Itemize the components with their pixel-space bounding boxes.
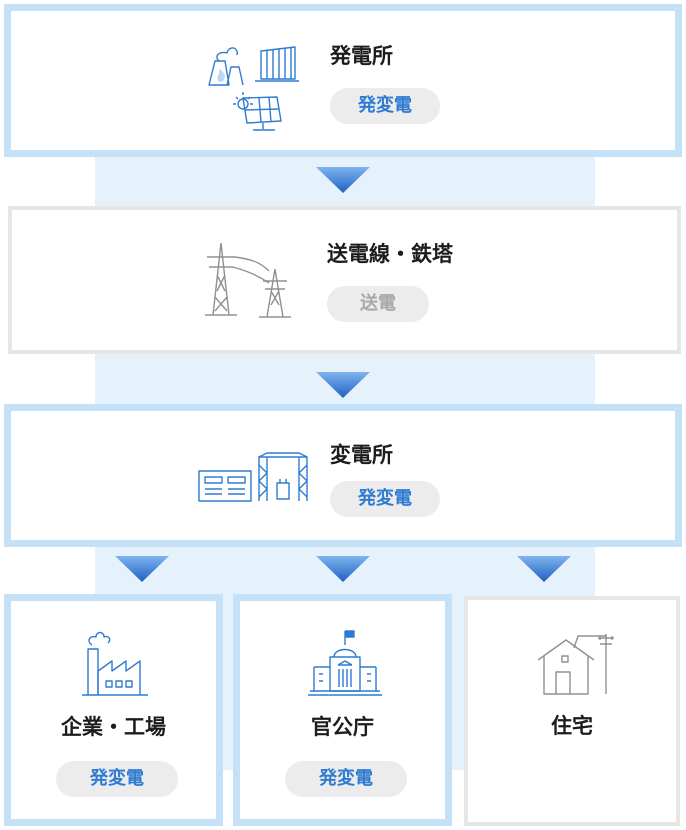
government-badge: 発変電 [285,761,407,797]
factory-title: 企業・工場 [61,715,166,739]
house-box: 住宅 [464,596,680,826]
government-box: 官公庁 発変電 [233,594,452,826]
substation-badge: 発変電 [330,481,440,517]
down-arrow-1 [316,167,370,193]
factory-box: 企業・工場 発変電 [4,594,223,826]
substation-icon [198,452,308,502]
power-plant-icon [208,46,299,131]
substation-title: 変電所 [330,443,393,467]
house-title: 住宅 [551,714,593,738]
power-plant-title: 発電所 [330,44,393,68]
factory-icon [82,631,148,696]
transmission-badge: 送電 [327,286,429,322]
down-arrow-2 [316,372,370,398]
government-title: 官公庁 [311,715,374,739]
substation-box: 変電所 発変電 [4,404,682,547]
house-icon [537,634,614,695]
government-building-icon [308,630,382,696]
power-plant-badge: 発変電 [330,88,440,124]
factory-badge: 発変電 [56,761,178,797]
transmission-tower-icon [205,242,291,318]
transmission-title: 送電線・鉄塔 [327,242,453,266]
transmission-box: 送電線・鉄塔 送電 [8,206,681,354]
down-arrow-3 [115,556,169,582]
power-plant-box: 発電所 発変電 [4,4,682,157]
down-arrow-4 [316,556,370,582]
down-arrow-5 [517,556,571,582]
